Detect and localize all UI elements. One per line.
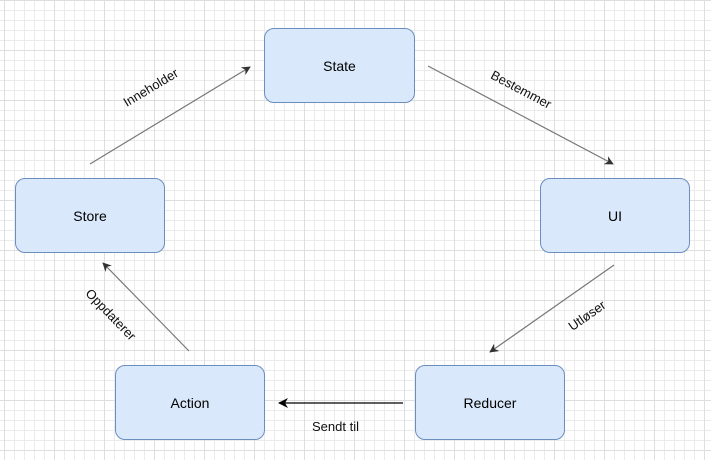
- node-label-store: Store: [73, 207, 107, 224]
- node-ui[interactable]: UI: [540, 178, 690, 253]
- edge-label-sendt-til: Sendt til: [312, 419, 359, 434]
- node-label-action: Action: [170, 394, 210, 411]
- node-reducer[interactable]: Reducer: [415, 365, 565, 440]
- node-action[interactable]: Action: [115, 365, 265, 440]
- node-label-state: State: [323, 57, 356, 74]
- edge-store-to-state: [89, 66, 251, 165]
- node-state[interactable]: State: [264, 28, 415, 103]
- edge-state-to-ui: [427, 65, 614, 165]
- edge-action-to-store: [102, 262, 190, 352]
- edge-ui-to-reducer: [489, 264, 615, 353]
- node-label-ui: UI: [608, 207, 622, 224]
- node-store[interactable]: Store: [15, 178, 165, 253]
- node-label-reducer: Reducer: [463, 394, 517, 411]
